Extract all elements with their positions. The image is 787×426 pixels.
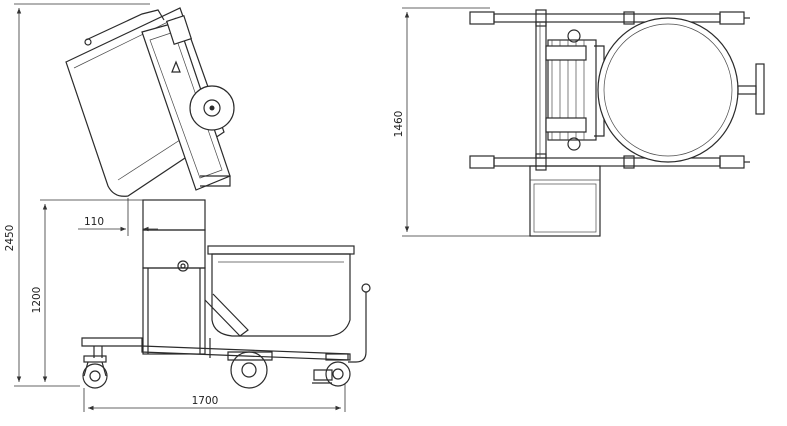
bowl-handle-top (737, 63, 765, 115)
dim-length-label: 1700 (192, 395, 219, 407)
dim-offset-label: 110 (84, 216, 104, 228)
dim-offset: 110 (78, 198, 158, 236)
side-view: 2450 1200 110 1700 (4, 3, 371, 412)
mast-roller (189, 85, 235, 131)
bottom-rail (469, 153, 750, 171)
dim-lift-height-label: 1200 (31, 287, 43, 314)
support-arm (204, 293, 249, 337)
middle-wheel (227, 351, 273, 389)
caster-wheel-rear (312, 353, 351, 387)
mechanism-block (545, 29, 605, 151)
top-frame-verticals (535, 21, 547, 159)
dim-length: 1700 (83, 384, 346, 412)
dim-total-height-label: 2450 (4, 225, 16, 252)
lift-mast (141, 15, 231, 191)
column-housing-top (529, 165, 601, 237)
base-frame (81, 337, 351, 361)
lift-column (142, 199, 206, 355)
bowl-top (597, 17, 739, 163)
caster-wheel-front (82, 355, 108, 389)
dim-total-height: 2450 (4, 3, 150, 387)
trolley-bowl (207, 245, 355, 337)
top-view: 1460 (393, 7, 765, 237)
dim-top-view-width-label: 1460 (393, 111, 405, 138)
dim-top-view-width: 1460 (393, 7, 530, 237)
top-rail (469, 9, 750, 27)
dim-lift-height: 1200 (31, 199, 143, 382)
push-handle (348, 283, 371, 363)
